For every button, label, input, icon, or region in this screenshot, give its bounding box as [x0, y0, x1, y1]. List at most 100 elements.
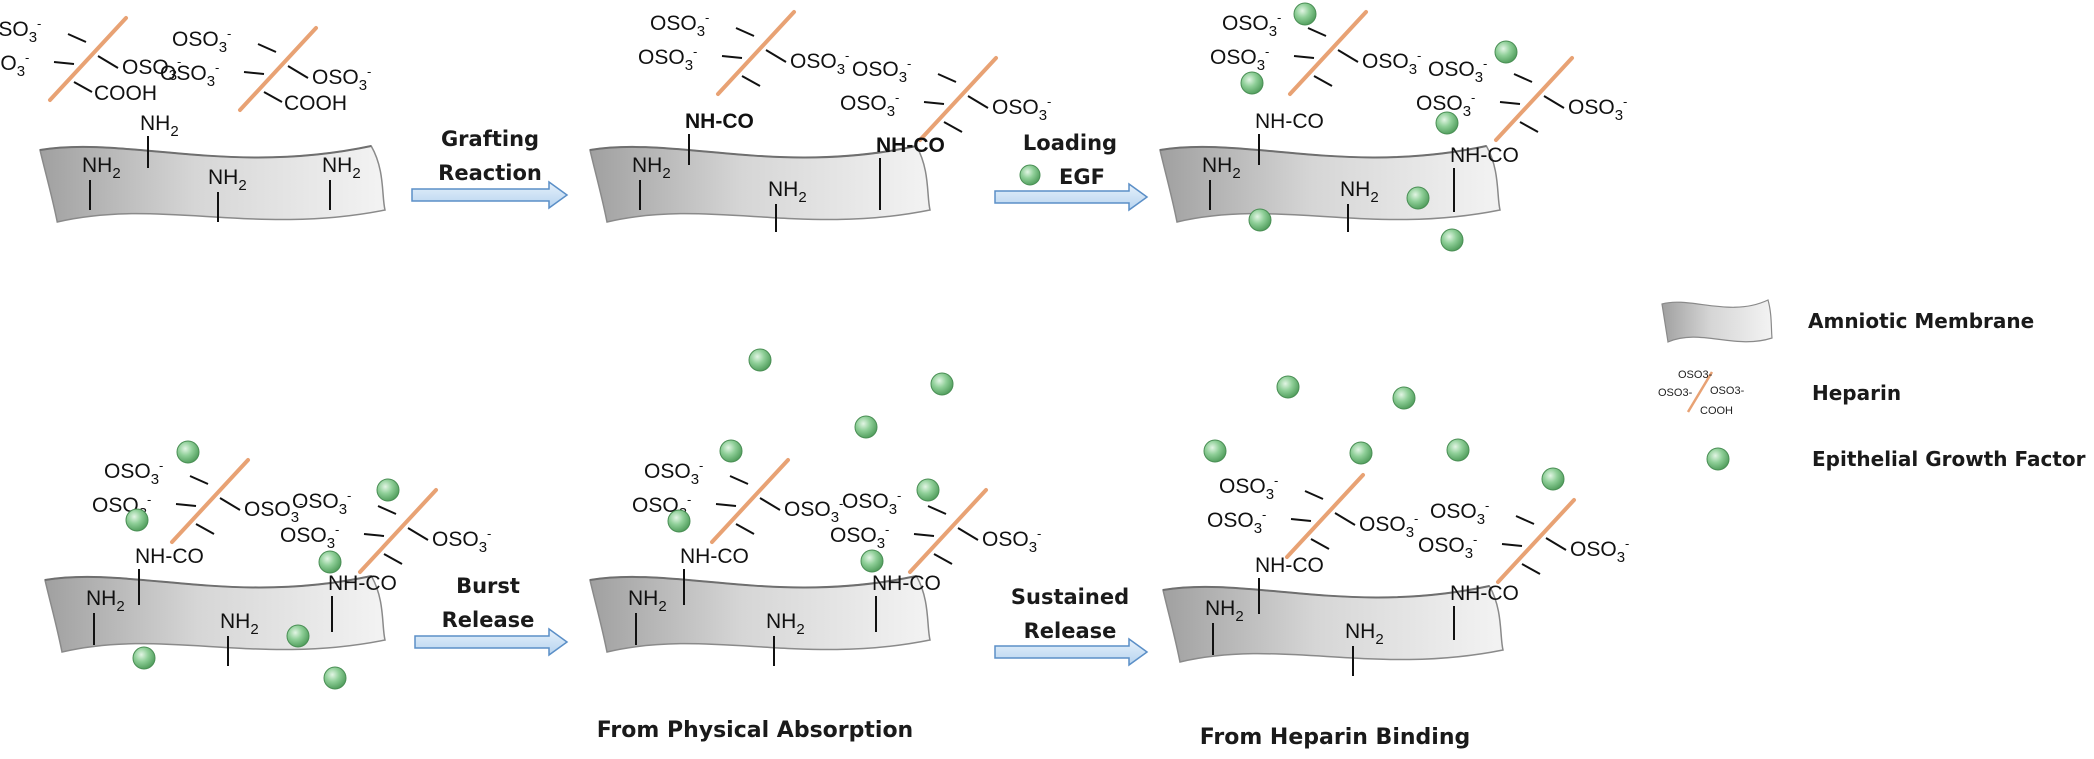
heparin-chain: [48, 16, 128, 102]
chemical-bond: [1307, 27, 1327, 37]
heparin-chain: [716, 10, 796, 96]
heparin-molecule: OSO3-OSO3-OSO3-: [1210, 10, 1421, 96]
heparin-molecule: OSO3-OSO3-OSO3-: [1207, 473, 1418, 559]
sulfate-group-label: OSO3-: [122, 54, 181, 84]
egf-particle: [1440, 228, 1464, 252]
heparin-chain: [1288, 10, 1368, 96]
heparin-molecule: OSO3-OSO3-OSO3-: [92, 458, 303, 544]
sulfate-group-label: OSO3-: [1222, 10, 1281, 40]
heparin-chain: [1496, 498, 1576, 584]
heparin-molecule: OSO3-OSO3-OSO3-COOH: [0, 16, 181, 105]
heparin-chain: [908, 488, 988, 574]
sulfate-group-label: OSO3-: [312, 64, 371, 94]
amniotic-membrane: [589, 575, 931, 653]
heparin-chain: [170, 458, 250, 544]
egf-particle: [1392, 386, 1416, 410]
mini-sulfate-label: OSO3-: [1710, 385, 1745, 397]
chemical-bond: [1543, 95, 1565, 109]
grafted-heparin: OSO3-OSO3-OSO3-NH-CO: [1207, 473, 1418, 614]
heparin-chain: [1494, 56, 1574, 142]
amine-group-label: NH2: [220, 610, 259, 638]
chemical-bond: [1513, 73, 1533, 83]
egf-particle: [1494, 40, 1518, 64]
chemical-bond: [1519, 121, 1539, 133]
legend-heparin-swatch: OSO3-OSO3-OSO3-COOH: [1658, 369, 1745, 417]
chemical-bond: [943, 121, 963, 133]
chemical-bond: [937, 73, 957, 83]
amide-bond-label: NH-CO: [872, 572, 941, 595]
sulfate-group-label: OSO3-: [784, 496, 843, 526]
amine-group-label: NH2: [1340, 178, 1379, 206]
egf-particle: [916, 478, 940, 502]
grafted-heparin: OSO3-OSO3-OSO3-NH-CO: [280, 488, 491, 632]
chemical-bond: [189, 475, 209, 485]
chemical-bond: [263, 91, 283, 103]
membrane-edge: [1159, 145, 1487, 159]
chemical-bond: [1545, 537, 1567, 551]
sulfate-group-label: OSO3-: [1416, 90, 1475, 120]
chemical-bond: [97, 55, 119, 69]
grafting-label: Grafting: [441, 127, 539, 151]
amniotic-membrane: [589, 145, 931, 223]
amine-group-label: NH2: [1205, 597, 1244, 625]
grafted-heparin: OSO3-OSO3-OSO3-NH-CO: [632, 458, 843, 605]
egf-particle: [667, 509, 691, 533]
egf-particle: [376, 478, 400, 502]
heparin-molecule: OSO3-OSO3-OSO3-: [840, 56, 1051, 142]
chemical-bond: [195, 523, 215, 535]
panel-4-loaded: OSO3-OSO3-OSO3-NH-COOSO3-OSO3-OSO3-NH-CO…: [44, 440, 491, 690]
chemical-bond: [735, 27, 755, 37]
heparin-molecule: OSO3-OSO3-OSO3-: [1416, 56, 1627, 142]
sulfate-group-label: OSO3-: [1430, 498, 1489, 528]
sulfate-group-label: OSO3-: [1428, 56, 1487, 86]
legend: Amniotic MembraneOSO3-OSO3-OSO3-COOHHepa…: [1658, 299, 2086, 471]
heparin-molecule: OSO3-OSO3-OSO3-: [632, 458, 843, 544]
egf-particle: [1446, 438, 1470, 462]
amine-group-label: NH2: [628, 587, 667, 615]
membrane-edge: [39, 145, 372, 159]
chemical-bond: [73, 81, 93, 93]
amide-bond-label: NH-CO: [135, 545, 204, 568]
egf-particle: [1349, 441, 1373, 465]
amine-group-label: NH2: [208, 166, 247, 194]
chemical-bond: [765, 49, 787, 63]
heparin-molecule: OSO3-OSO3-OSO3-: [280, 488, 491, 574]
chemical-bond: [219, 497, 241, 511]
chemical-bond: [67, 33, 87, 43]
amine-group-label: NH2: [632, 154, 671, 182]
chemical-bond: [1499, 101, 1521, 105]
grafted-heparin: OSO3-OSO3-OSO3-NH-CO: [92, 458, 303, 605]
release-label-2: Release: [1024, 619, 1117, 643]
panel-6-sustained: OSO3-OSO3-OSO3-NH-COOSO3-OSO3-OSO3-NH-CO…: [1162, 375, 1629, 750]
grafted-heparin: OSO3-OSO3-OSO3-NH-CO: [840, 56, 1051, 210]
legend-membrane-swatch: [1661, 299, 1773, 343]
amine-group-label: NH2: [322, 154, 361, 182]
chemical-bond: [377, 505, 397, 515]
mini-sulfate-label: OSO3-: [1678, 369, 1713, 381]
egf-particle: [323, 666, 347, 690]
sulfate-group-label: OSO3-: [644, 458, 703, 488]
heparin-molecule: OSO3-OSO3-OSO3-: [1418, 498, 1629, 584]
arrow-shape: [411, 180, 569, 210]
sulfate-group-label: OSO3-: [830, 522, 889, 552]
chemical-bond: [913, 533, 935, 537]
sulfate-group-label: OSO3-: [840, 90, 899, 120]
egf-particle: [1240, 71, 1264, 95]
arrow-shape: [994, 637, 1149, 667]
amide-bond-label: NH-CO: [328, 572, 397, 595]
sulfate-group-label: OSO3-: [244, 496, 303, 526]
heparin-mini-chain: [1686, 371, 1714, 413]
egf-particle: [1406, 186, 1430, 210]
amine-group-label: NH2: [766, 610, 805, 638]
egf-step-label: EGF: [1059, 165, 1105, 189]
chemical-bond: [715, 503, 737, 507]
egf-particle: [860, 549, 884, 573]
amide-bond-label: NH-CO: [1450, 144, 1519, 167]
membrane-edge: [589, 145, 917, 159]
egf-particle: [719, 439, 743, 463]
panel-1-initial: OSO3-OSO3-OSO3-COOHOSO3-OSO3-OSO3-COOHNH…: [0, 16, 386, 223]
membrane-edge: [1162, 585, 1490, 599]
chemical-bond: [967, 95, 989, 109]
arrow-shape: [994, 182, 1149, 212]
